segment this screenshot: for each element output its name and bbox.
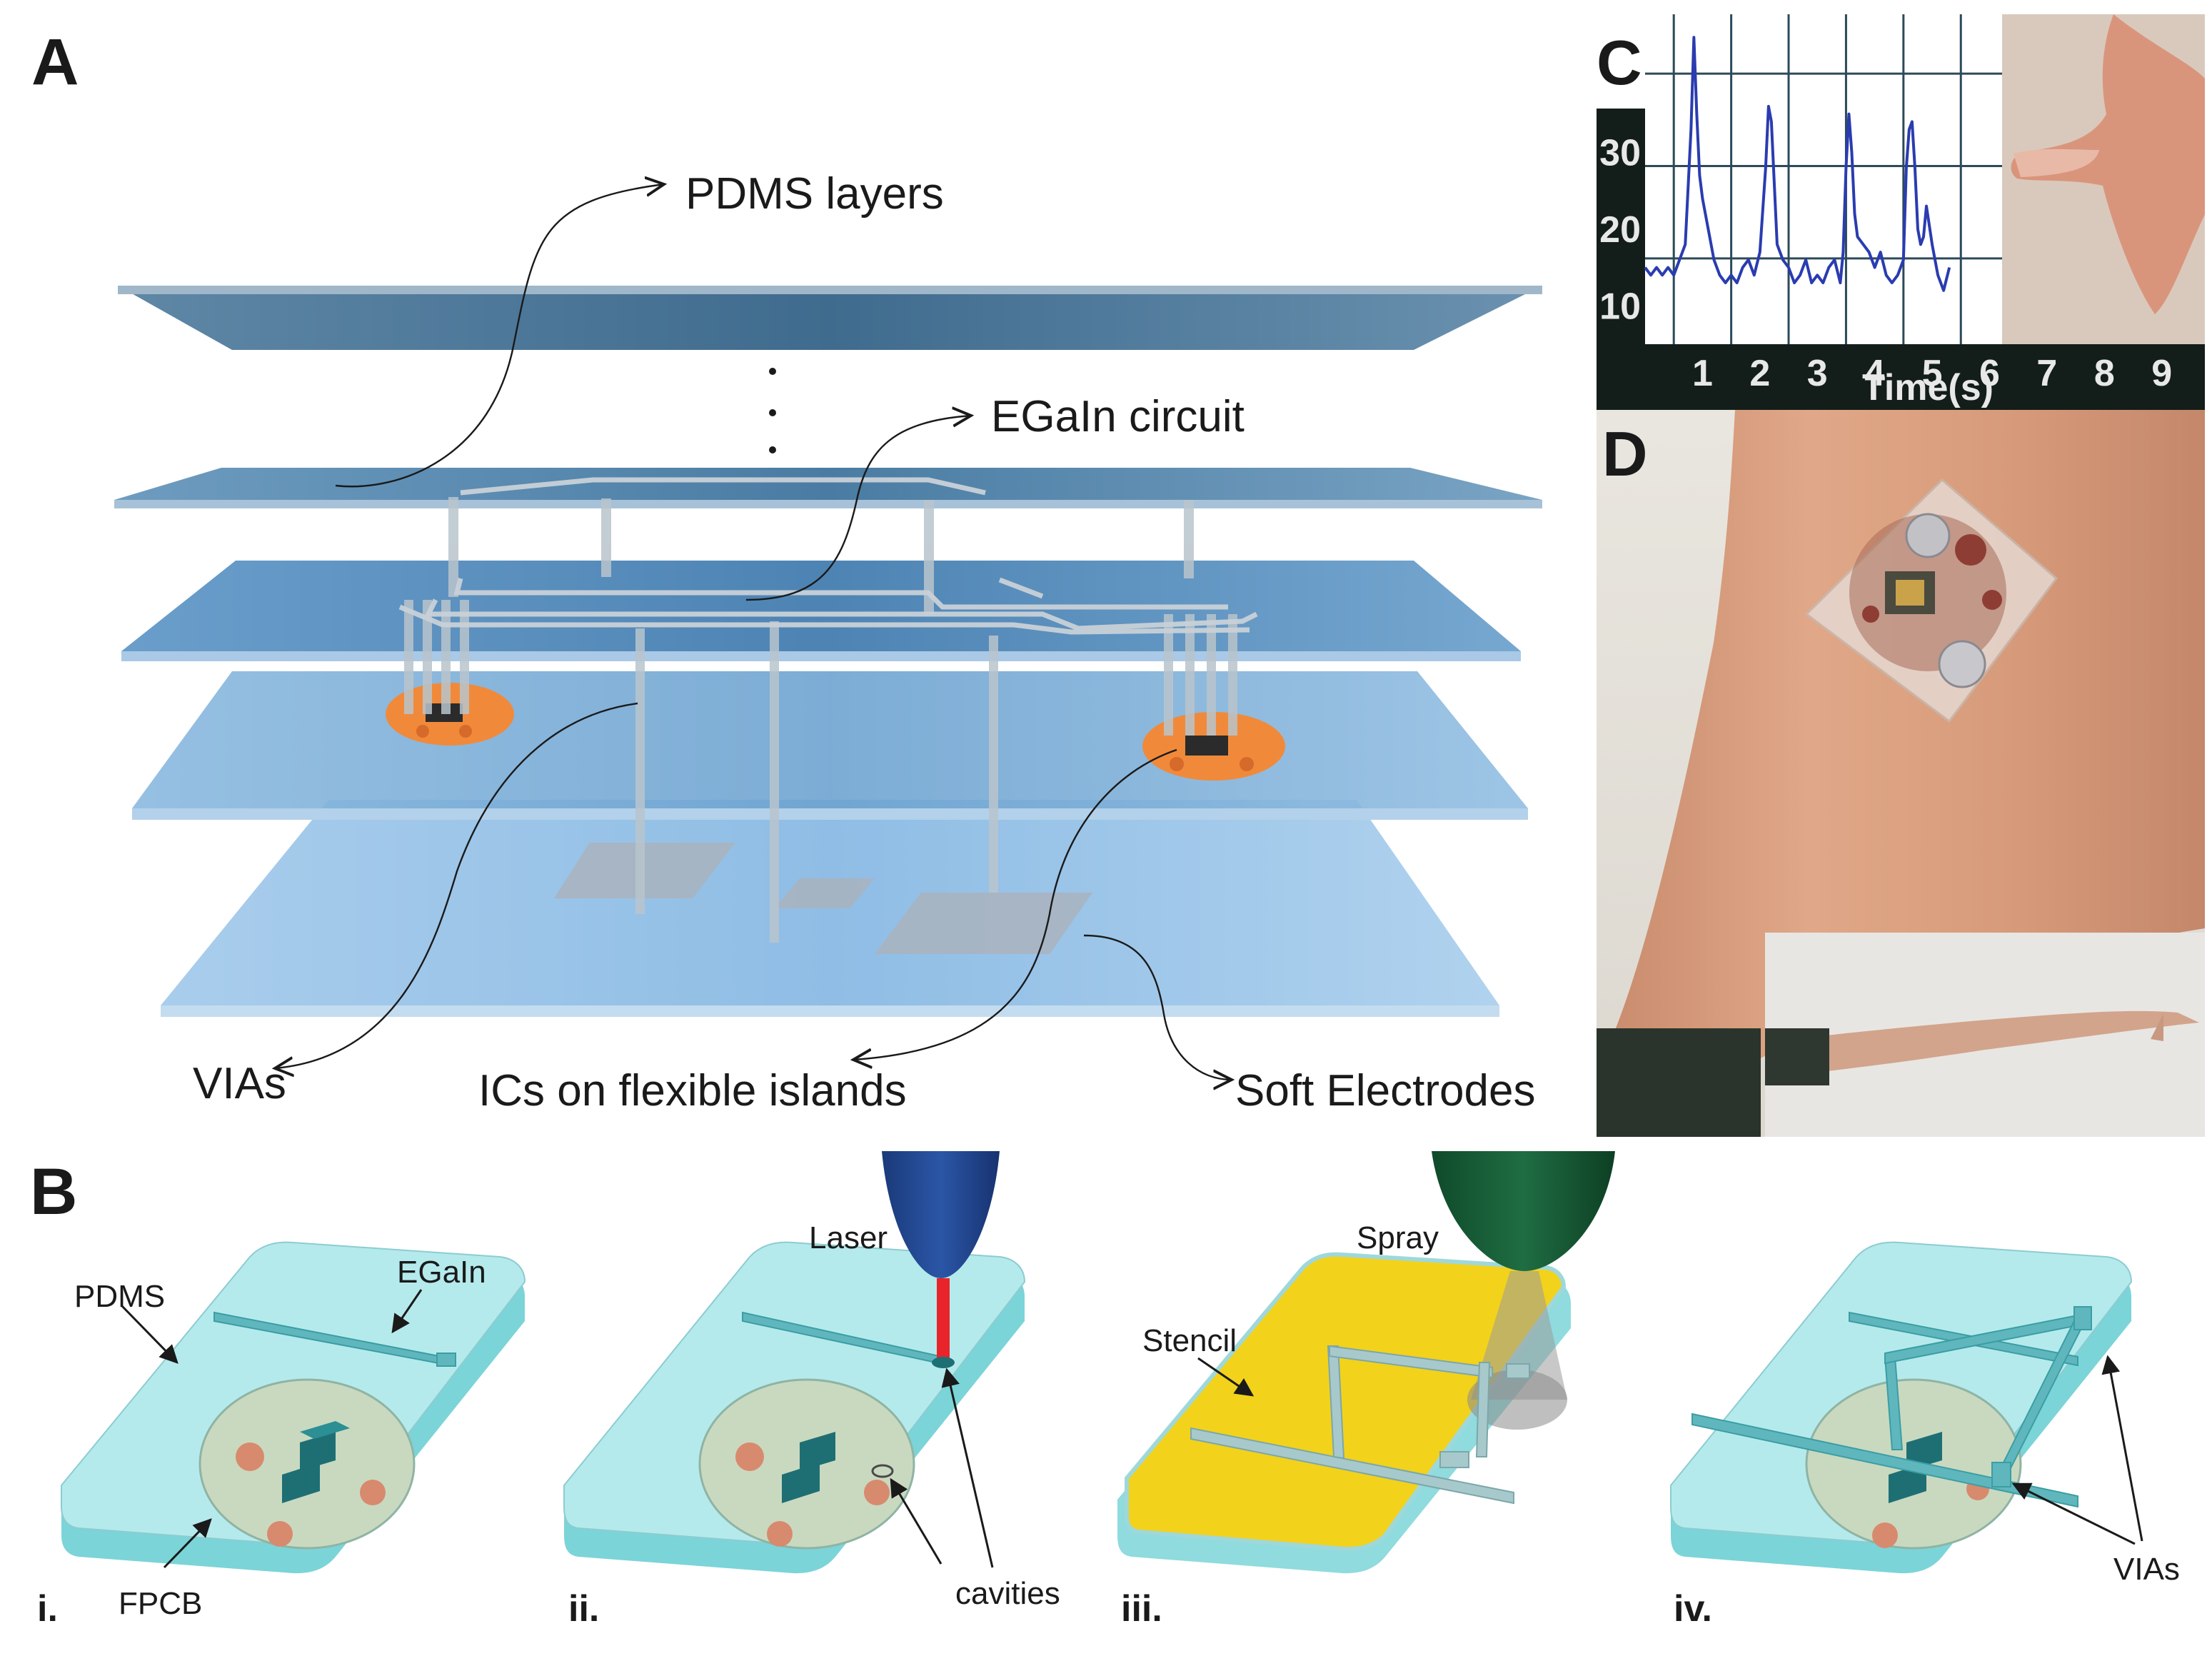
label-pdms: PDMS	[74, 1279, 165, 1314]
leader-arrows	[275, 184, 1232, 1080]
panel-letter-c: C	[1597, 27, 1642, 98]
chart-c-x-tick: 7	[2036, 353, 2057, 394]
spray-nozzle	[1432, 1151, 1615, 1271]
panel-b-arrows	[120, 1289, 2143, 1569]
chart-c-x-tick: 1	[1692, 353, 1713, 394]
label-stencil: Stencil	[1142, 1323, 1237, 1358]
step-iii-diagram	[1117, 1151, 1615, 1574]
chart-c-x-label: Time(s)	[1862, 367, 1994, 408]
step-label-ii: ii.	[568, 1588, 599, 1630]
label-spray: Spray	[1357, 1220, 1439, 1255]
chart-c-series-line	[1644, 36, 1951, 292]
step-label-iii: iii.	[1121, 1588, 1162, 1630]
laser-beam	[937, 1278, 950, 1361]
label-fpcb: FPCB	[119, 1586, 202, 1621]
chart-c-x-tick: 5	[1922, 353, 1943, 394]
chart-c-y-tick: 30	[1599, 132, 1641, 174]
chart-c-grid	[1645, 14, 2002, 344]
label-egain-circuit: EGaIn circuit	[991, 392, 1245, 441]
chart-c-y-tick: 10	[1599, 286, 1641, 327]
label-laser: Laser	[809, 1220, 888, 1255]
label-ics: ICs on flexible islands	[478, 1066, 907, 1115]
label-soft-electrodes: Soft Electrodes	[1235, 1066, 1535, 1115]
label-egain: EGaIn	[397, 1255, 486, 1290]
step-iv-diagram	[1670, 1241, 2133, 1574]
label-vias-b: VIAs	[2113, 1552, 2180, 1587]
chart-c-plot-area	[1645, 14, 2002, 344]
label-vias: VIAs	[193, 1059, 286, 1108]
panel-letter-d: D	[1602, 418, 1648, 489]
chart-c-x-tick: 4	[1864, 353, 1885, 394]
label-cavities: cavities	[955, 1576, 1060, 1611]
laser-nozzle	[882, 1151, 1000, 1278]
step-label-i: i.	[37, 1588, 58, 1630]
ic-island-right	[1142, 712, 1285, 781]
step-label-iv: iv.	[1674, 1588, 1712, 1630]
chart-c-y-tick: 20	[1599, 209, 1641, 251]
step-i-diagram	[61, 1241, 526, 1574]
vias	[404, 497, 1237, 943]
pdms-layer-2	[114, 468, 1542, 508]
label-pdms-layers: PDMS layers	[685, 169, 944, 219]
panel-c	[1597, 14, 2205, 410]
chart-c-x-tick: 3	[1807, 353, 1828, 394]
panel-b: PDMS EGaIn FPCB Laser cavities Spray Ste…	[37, 1151, 2180, 1630]
photo-d-sleeve	[1597, 1028, 1761, 1137]
panel-a: PDMS layers EGaIn circuit VIAs ICs on fl…	[114, 169, 1542, 1115]
pdms-layer-top	[118, 286, 1542, 350]
chart-c-x-tick: 8	[2094, 353, 2115, 394]
layer-ellipsis	[769, 368, 776, 453]
pdms-layer-3	[121, 561, 1521, 661]
chart-c-photo-inset	[2002, 14, 2205, 344]
chart-c-x-tick: 6	[1979, 353, 2000, 394]
panel-letter-b: B	[30, 1155, 77, 1228]
step-ii-diagram	[563, 1151, 1026, 1574]
photo-d-device	[1804, 478, 2058, 723]
pdms-layer-4	[132, 671, 1528, 820]
egain-traces	[398, 477, 1258, 635]
panel-letter-a: A	[31, 26, 79, 99]
chart-c-x-tick: 2	[1749, 353, 1770, 394]
panel-d	[1597, 410, 2205, 1137]
chart-c-x-tick: 9	[2151, 353, 2172, 394]
photo-d-inset	[1765, 933, 2205, 1137]
